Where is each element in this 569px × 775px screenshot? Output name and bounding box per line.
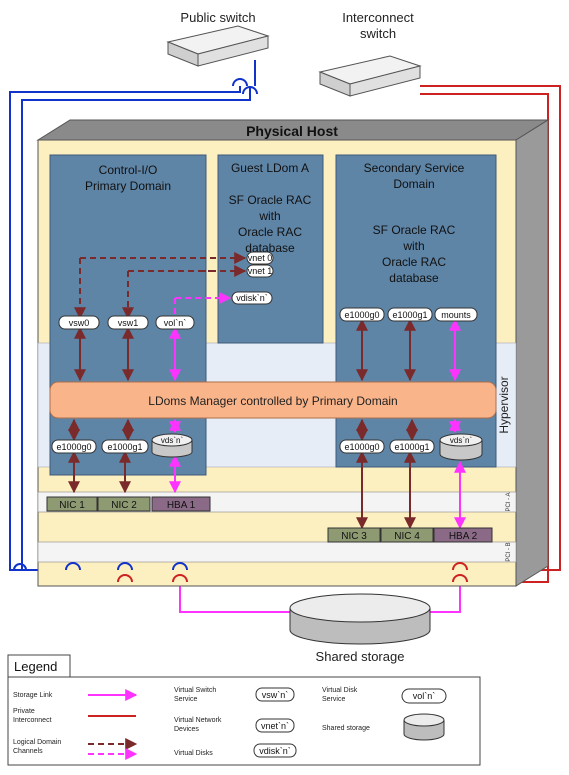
secondary-domain-title-2: Domain (393, 177, 434, 191)
secondary-e1000g1-top-pill (387, 307, 433, 322)
nic1-label: NIC 1 (59, 500, 85, 511)
primary-domain-title-1: Control-I/O (99, 163, 158, 177)
cable-hops (13, 78, 468, 583)
legend-vsw-pill (255, 687, 295, 702)
primary-domain-title-2: Primary Domain (85, 179, 171, 193)
nic4-label: NIC 4 (394, 531, 420, 542)
secondary-e1000g0-label: e1000g0 (344, 442, 379, 452)
secondary-app-2: with (402, 239, 424, 253)
public-switch-label: Public switch (180, 10, 255, 25)
legend-shared: Shared storage (322, 725, 370, 732)
shared-storage-label: Shared storage (316, 649, 405, 664)
hypervisor-label: Hypervisor (497, 376, 511, 433)
nic1-card (46, 496, 98, 512)
legend-vsw-symbol: vsw`n` (262, 690, 289, 700)
primary-vds-disk (151, 433, 193, 458)
storage-channels (169, 292, 466, 530)
legend-vnet-symbol: vnet`n` (261, 721, 289, 731)
secondary-app-4: database (389, 271, 439, 285)
legend-vol-pill (401, 688, 447, 704)
nic2-card (97, 496, 151, 512)
legend-box (7, 676, 481, 766)
vol-label: vol`n` (164, 318, 187, 328)
vnet0-pill (246, 251, 274, 265)
legend-symbols (88, 689, 138, 760)
vsw1-pill (107, 315, 149, 330)
ldoms-manager (49, 381, 497, 419)
legend-shared-storage-icon (403, 713, 445, 741)
hba1-card (151, 496, 211, 512)
legend-private-2: Interconnect (13, 717, 52, 724)
secondary-app-3: Oracle RAC (382, 255, 446, 269)
vdisk-label: vdisk`n` (236, 293, 268, 303)
legend-storage-link: Storage Link (13, 692, 53, 699)
secondary-vds-label: vds`n` (450, 436, 473, 445)
hba2-card (433, 527, 493, 543)
legend-title: Legend (14, 659, 57, 674)
guest-app-3: Oracle RAC (238, 225, 302, 239)
legend-vol-symbol: vol`n` (413, 691, 436, 701)
legend-vdisksvc-2: Service (322, 696, 345, 703)
legend-vnet-1: Virtual Network (174, 717, 222, 724)
nic2-label: NIC 2 (111, 500, 137, 511)
guest-app-2: with (258, 209, 280, 223)
interconnect-switch (318, 55, 422, 97)
vnet1-pill (246, 264, 274, 278)
interconnect-switch-label-2: switch (360, 26, 396, 41)
pci-b-bus (37, 541, 517, 563)
ldoms-manager-label: LDoms Manager controlled by Primary Doma… (148, 394, 397, 408)
legend-vdisk-symbol: vdisk`n` (259, 746, 291, 756)
legend-vnet-pill (255, 718, 295, 733)
interconnect-switch-label-1: Interconnect (342, 10, 414, 25)
secondary-e1000g1-label: e1000g1 (394, 442, 429, 452)
secondary-e1000g0-top-pill (339, 307, 385, 322)
legend-vdisk-pill (253, 743, 297, 758)
secondary-app-1: SF Oracle RAC (373, 223, 456, 237)
legend-vswitch-2: Service (174, 696, 197, 703)
secondary-e1000g1-pill (389, 439, 435, 454)
pci-b-label: PCI - B (506, 542, 512, 561)
shared-storage-disk (289, 593, 431, 645)
vnet1-label: vnet 1 (248, 266, 273, 276)
vsw0-pill (58, 315, 100, 330)
primary-e1000g0-pill (51, 439, 97, 454)
guest-ldom-a (217, 154, 324, 344)
secondary-e1000g0-pill (339, 439, 385, 454)
physical-host-title: Physical Host (246, 123, 338, 139)
legend-vdisks: Virtual Disks (174, 750, 213, 757)
public-switch (166, 25, 270, 67)
primary-e1000g1-label: e1000g1 (107, 442, 142, 452)
mounts-label: mounts (441, 310, 471, 320)
vol-pill (155, 315, 195, 330)
logical-domain-channels (68, 252, 418, 530)
hba1-label: HBA 1 (167, 500, 196, 511)
primary-e1000g1-pill (101, 439, 149, 454)
guest-ldom-title: Guest LDom A (231, 161, 309, 175)
vnet0-label: vnet 0 (248, 253, 273, 263)
primary-vds-label: vds`n` (161, 436, 184, 445)
secondary-vds-disk (439, 433, 483, 461)
legend-vswitch-1: Virtual Switch (174, 687, 216, 694)
legend-logical-1: Logical Domain (13, 739, 61, 746)
vsw0-label: vsw0 (69, 318, 90, 328)
hba2-label: HBA 2 (449, 531, 478, 542)
guest-app-1: SF Oracle RAC (229, 193, 312, 207)
vsw1-label: vsw1 (118, 318, 139, 328)
nic3-label: NIC 3 (341, 531, 367, 542)
secondary-e1000g1-top-label: e1000g1 (392, 310, 427, 320)
secondary-domain-title-1: Secondary Service (364, 161, 465, 175)
primary-e1000g0-label: e1000g0 (56, 442, 91, 452)
vdisk-pill (231, 291, 273, 305)
nic3-card (327, 527, 381, 543)
legend-vnet-2: Devices (174, 726, 199, 733)
secondary-e1000g0-top-label: e1000g0 (344, 310, 379, 320)
legend-vdisksvc-1: Virtual Disk (322, 687, 358, 694)
nic4-card (380, 527, 434, 543)
legend-private-1: Private (13, 708, 35, 715)
legend-logical-2: Channels (13, 748, 43, 755)
mounts-pill (434, 307, 478, 322)
pci-a-label: PCI - A (506, 492, 512, 511)
